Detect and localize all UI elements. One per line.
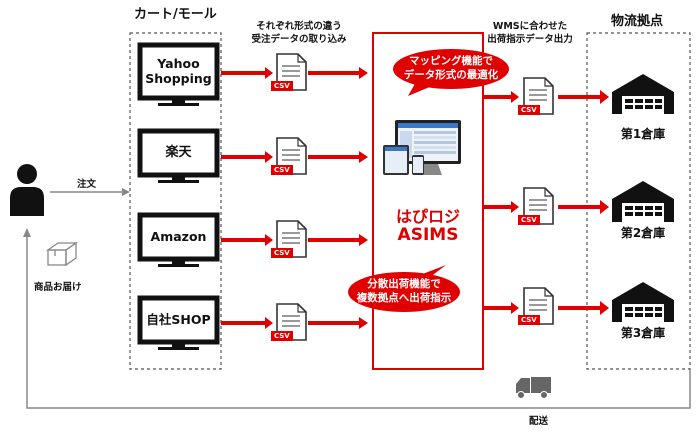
order-label: 注文 [77, 179, 97, 190]
cart-mall-header: カート/モール [134, 7, 217, 22]
shop-label-amazon: Amazon [150, 228, 207, 244]
warehouse-label-1: 第1倉庫 [620, 127, 666, 141]
customer-icon [10, 164, 44, 216]
logistics-header: 物流拠点 [611, 14, 664, 29]
cart-mall-group-box [129, 32, 222, 370]
monitor-own-shop [137, 295, 220, 350]
warehouse-icon-3 [612, 282, 674, 322]
order-arrow [50, 188, 130, 196]
truck-icon [516, 377, 551, 399]
brand-name-line1: はぴロジ [395, 207, 460, 226]
asims-box [372, 32, 484, 370]
brand-name-line2: ASIMS [397, 225, 459, 245]
shop-label-own-shop: 自社SHOP [146, 311, 211, 327]
shop-label-rakuten: 楽天 [165, 144, 192, 160]
csv-tag: CSV [518, 105, 540, 115]
csv-tag: CSV [271, 81, 293, 91]
left-arrows [221, 67, 368, 329]
bubble-distributed-line1: 分散出荷機能で [367, 278, 441, 290]
wms-header-line1: WMSに合わせた [492, 21, 568, 32]
warehouse-label-3: 第3倉庫 [620, 326, 666, 340]
speech-bubble-mapping [393, 49, 509, 96]
delivery-label: 商品お届け [34, 282, 82, 293]
shipping-label: 配送 [529, 416, 549, 427]
csv-tag: CSV [271, 331, 293, 341]
warehouse-icon-2 [612, 181, 674, 222]
monitor-amazon [137, 212, 220, 267]
shop-label-yahoo-shopping: Yahoo Shopping [143, 48, 214, 95]
bubble-distributed-line2: 複数拠点へ出荷指示 [356, 292, 452, 304]
csv-tag: CSV [271, 248, 293, 258]
shop-label-line2: Shopping [145, 70, 212, 86]
right-arrows [483, 90, 609, 315]
wms-header-line2: 出荷指示データ出力 [487, 34, 573, 45]
package-icon [45, 241, 79, 267]
warehouse-label-2: 第2倉庫 [620, 226, 666, 240]
csv-tag: CSV [518, 215, 540, 225]
csv-tag: CSV [271, 165, 293, 175]
format-header-line1: それぞれ形式の違う [256, 21, 342, 32]
asims-screen-illustration [383, 120, 461, 175]
warehouse-icon-1 [612, 74, 674, 114]
csv-tag: CSV [518, 315, 540, 325]
monitor-rakuten [137, 128, 220, 183]
bubble-mapping-line2: データ形式の最適化 [403, 69, 499, 81]
delivery-return-line [23, 228, 691, 409]
logistics-group-box [586, 32, 691, 370]
bubble-mapping-line1: マッピング機能で [409, 55, 493, 67]
shop-label-line1: Yahoo [157, 56, 200, 72]
format-header-line2: 受注データの取り込み [251, 34, 347, 45]
speech-bubble-distributed [348, 265, 460, 312]
monitor-yahoo-shopping [137, 42, 220, 106]
